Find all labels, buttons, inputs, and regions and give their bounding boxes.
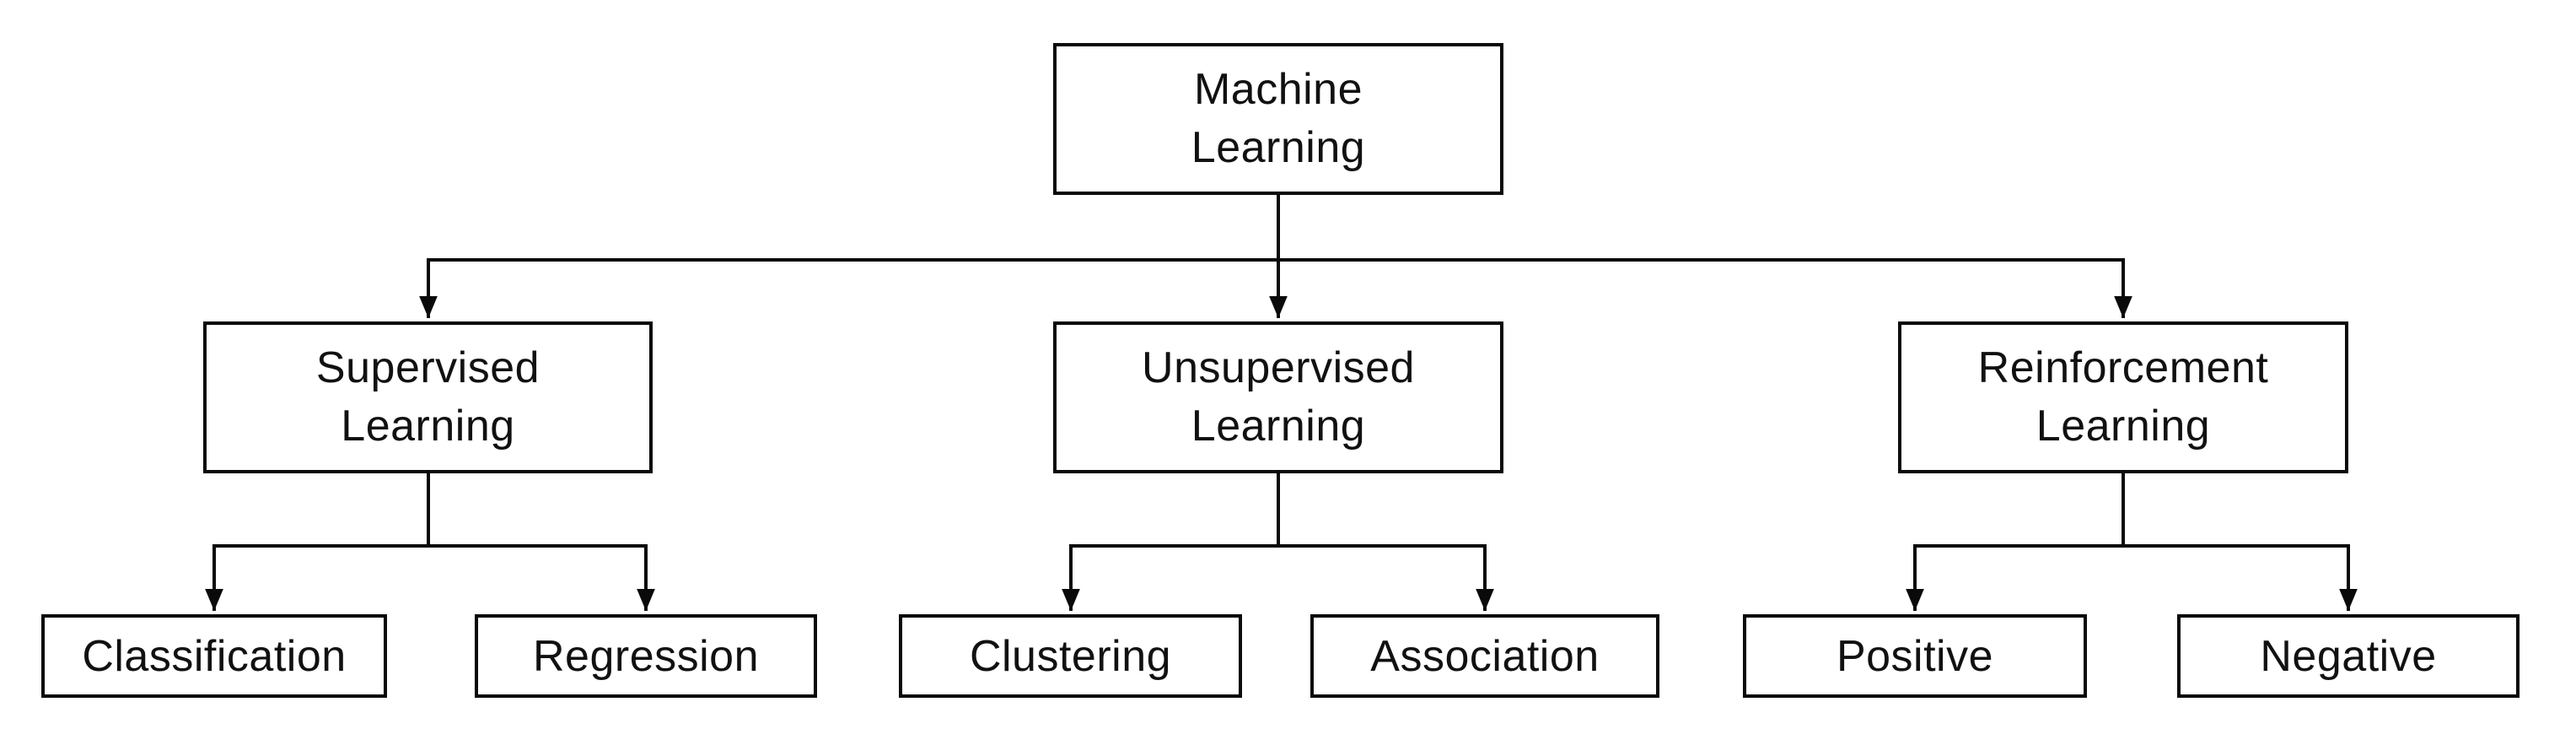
node-unsupervised-learning-label: Unsupervised Learning [1142, 343, 1415, 451]
node-regression: Regression [475, 614, 817, 698]
node-association-label: Association [1370, 631, 1600, 681]
node-clustering-label: Clustering [969, 631, 1172, 681]
node-reinforcement-learning-label: Reinforcement Learning [1977, 343, 2269, 451]
node-supervised-learning-label: Supervised Learning [315, 343, 540, 451]
node-positive: Positive [1743, 614, 2087, 698]
node-classification-label: Classification [82, 631, 347, 681]
node-positive-label: Positive [1836, 631, 1994, 681]
node-machine-learning: Machine Learning [1053, 43, 1503, 195]
connector-reinforcement-to-children [1906, 473, 2358, 611]
node-negative: Negative [2177, 614, 2520, 698]
node-reinforcement-learning: Reinforcement Learning [1898, 321, 2348, 473]
node-association: Association [1310, 614, 1659, 698]
node-unsupervised-learning: Unsupervised Learning [1053, 321, 1503, 473]
connector-supervised-to-children [205, 473, 655, 611]
node-classification: Classification [41, 614, 387, 698]
node-machine-learning-label: Machine Learning [1191, 65, 1366, 172]
connector-unsupervised-to-children [1062, 473, 1494, 611]
connector-root-to-level2 [419, 195, 2132, 318]
node-regression-label: Regression [532, 631, 760, 681]
node-negative-label: Negative [2260, 631, 2437, 681]
node-clustering: Clustering [899, 614, 1242, 698]
node-supervised-learning: Supervised Learning [203, 321, 653, 473]
